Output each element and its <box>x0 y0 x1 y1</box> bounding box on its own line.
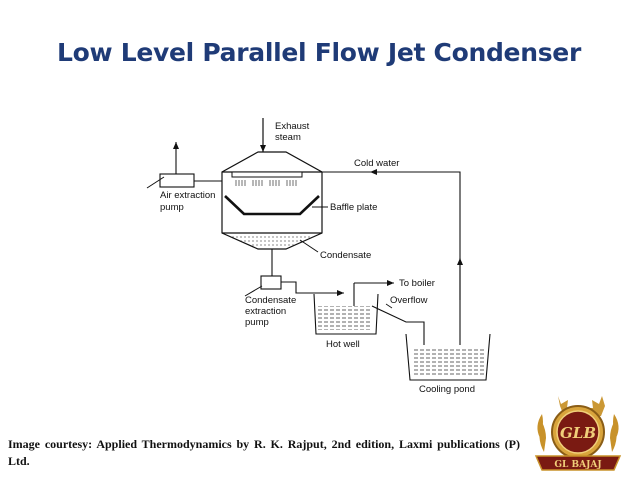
air-extraction-pump <box>159 173 195 188</box>
label-cold-water: Cold water <box>354 158 399 169</box>
label-cond-pump-2: extraction <box>245 306 286 317</box>
overflow-line <box>371 305 425 345</box>
label-air-pump-1: Air extraction <box>160 190 215 201</box>
baffle-plate <box>224 195 320 216</box>
label-air-pump-2: pump <box>160 202 184 213</box>
condensate-pool <box>226 235 318 248</box>
label-cooling-pond: Cooling pond <box>419 384 475 395</box>
logo-text: GL BAJAJ <box>554 460 601 470</box>
condenser-shell <box>221 151 323 250</box>
label-exhaust-steam-2: steam <box>275 132 301 143</box>
cold-water-line <box>322 169 463 345</box>
logo-monogram: GLB <box>560 424 596 442</box>
air-pump-leader <box>146 176 165 189</box>
condensate-extraction-pump <box>260 275 282 290</box>
image-courtesy-caption: Image courtesy: Applied Thermodynamics b… <box>8 437 520 468</box>
spray-plate <box>231 171 303 178</box>
gl-bajaj-logo: GLB GL BAJAJ <box>534 396 622 471</box>
label-hot-well: Hot well <box>326 339 360 350</box>
label-exhaust-steam-1: Exhaust <box>275 121 310 132</box>
label-to-boiler: To boiler <box>399 278 435 289</box>
label-baffle-plate: Baffle plate <box>330 202 377 213</box>
cooling-pond <box>405 333 491 381</box>
water-jets <box>235 180 297 186</box>
label-condensate: Condensate <box>320 250 371 261</box>
hot-well <box>313 293 379 335</box>
cond-pump-leader <box>244 285 263 297</box>
label-cond-pump-3: pump <box>245 317 269 328</box>
label-cond-pump-1: Condensate <box>245 295 296 306</box>
label-overflow: Overflow <box>390 295 428 306</box>
slide-title: Low Level Parallel Flow Jet Condenser <box>57 38 581 67</box>
